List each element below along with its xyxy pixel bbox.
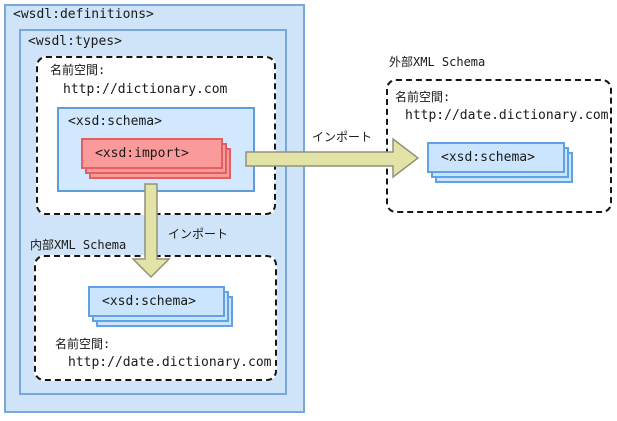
import-arrow-down-label: インポート	[168, 227, 229, 241]
internal-schema-title: 内部XML Schema	[30, 238, 127, 252]
external-namespace-label: 名前空間:	[395, 90, 451, 104]
internal-schema-stack: <xsd:schema>	[88, 286, 233, 327]
main-namespace-uri: http://dictionary.com	[63, 82, 228, 97]
main-namespace-label: 名前空間:	[50, 63, 106, 77]
external-schema-stack-label: <xsd:schema>	[441, 150, 535, 165]
internal-namespace-label: 名前空間:	[55, 337, 111, 351]
xsd-import-stack-face: <xsd:import>	[81, 138, 223, 169]
wsdl-definitions-label: <wsdl:definitions>	[13, 7, 154, 22]
external-schema-stack: <xsd:schema>	[427, 142, 573, 183]
internal-namespace-uri: http://date.dictionary.com	[68, 355, 272, 370]
wsdl-types-label: <wsdl:types>	[28, 34, 122, 49]
xsd-import-stack: <xsd:import>	[81, 138, 231, 179]
internal-schema-stack-label: <xsd:schema>	[102, 294, 196, 309]
xsd-import-label: <xsd:import>	[95, 146, 189, 161]
external-namespace-uri: http://date.dictionary.com	[405, 108, 609, 123]
import-arrow-right-label: インポート	[312, 130, 373, 144]
external-schema-stack-face: <xsd:schema>	[427, 142, 565, 173]
xsd-schema-box-label: <xsd:schema>	[68, 114, 162, 129]
external-schema-title: 外部XML Schema	[389, 55, 486, 69]
internal-schema-stack-face: <xsd:schema>	[88, 286, 225, 317]
